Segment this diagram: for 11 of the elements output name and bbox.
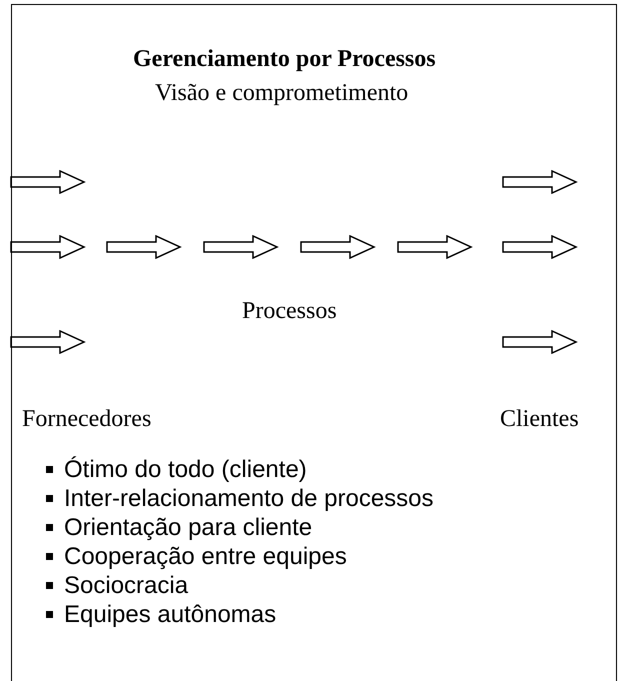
bullet-item: Cooperação entre equipes bbox=[40, 542, 434, 571]
bullet-item: Equipes autônomas bbox=[40, 600, 434, 629]
diagram-title: Gerenciamento por Processos bbox=[133, 46, 436, 73]
bullet-item: Inter-relacionamento de processos bbox=[40, 484, 434, 513]
bullet-item: Ótimo do todo (cliente) bbox=[40, 455, 434, 484]
bullet-item: Sociocracia bbox=[40, 571, 434, 600]
center-label: Processos bbox=[242, 298, 337, 325]
bullet-item: Orientação para cliente bbox=[40, 513, 434, 542]
side-label: Fornecedores bbox=[22, 406, 152, 433]
subtitle: Visão e comprometimento bbox=[155, 80, 408, 107]
side-label: Clientes bbox=[500, 406, 579, 433]
